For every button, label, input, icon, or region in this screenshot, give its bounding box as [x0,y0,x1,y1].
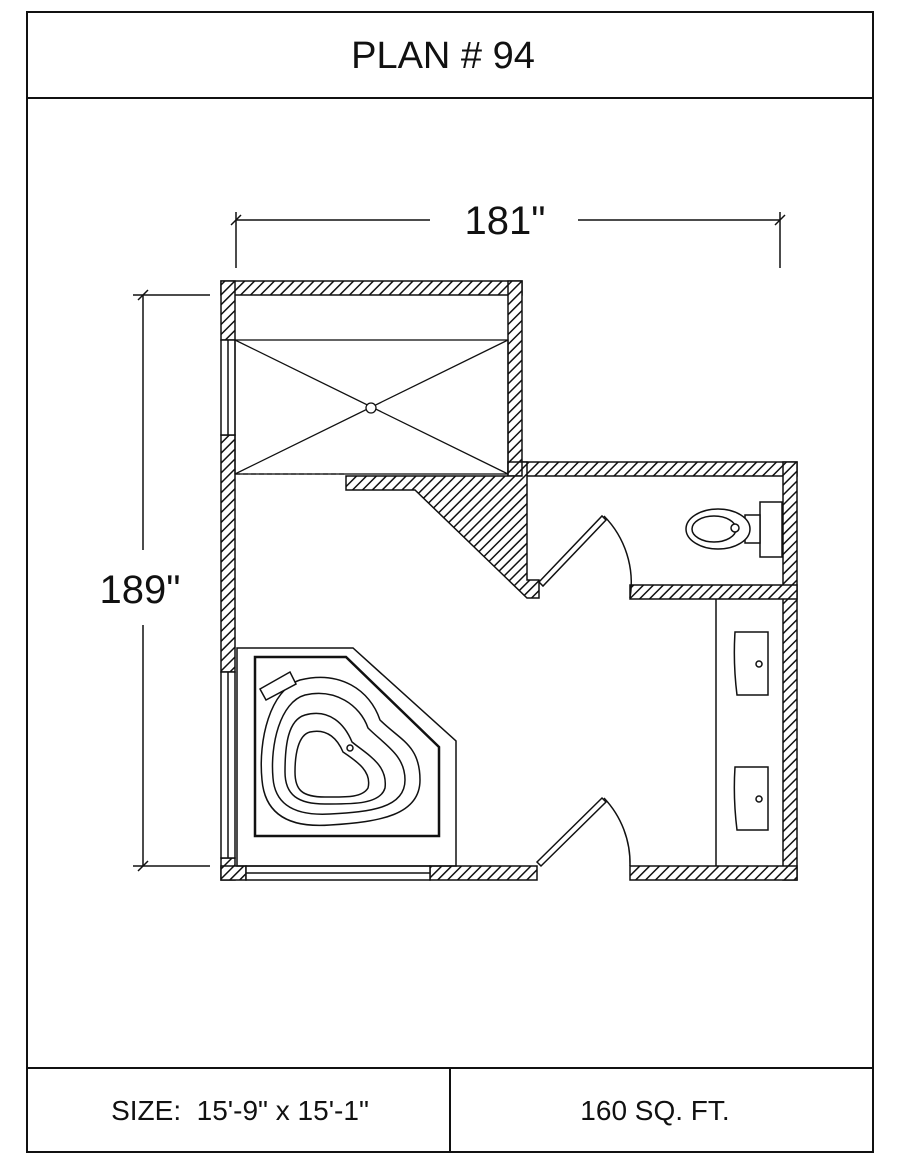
height-dimension [133,289,210,872]
sink-icon [733,631,769,696]
toilet-icon [685,501,783,558]
sheet-frame [26,11,874,1153]
windows [220,339,431,881]
corner-tub-icon [236,647,457,867]
sink-icon [733,766,769,831]
walls [220,280,798,881]
area-label: 160 SQ. FT. [580,1095,729,1126]
entry-door[interactable] [535,796,631,868]
shower-drain-icon [365,402,377,414]
plan-title: PLAN # 94 [351,35,535,77]
size-label: SIZE: 15'-9" x 15'-1" [111,1095,369,1126]
width-dimension [230,212,786,268]
width-dimension-label: 181" [465,199,546,243]
height-dimension-label: 189" [100,568,181,612]
toilet-room-door[interactable] [537,514,633,599]
